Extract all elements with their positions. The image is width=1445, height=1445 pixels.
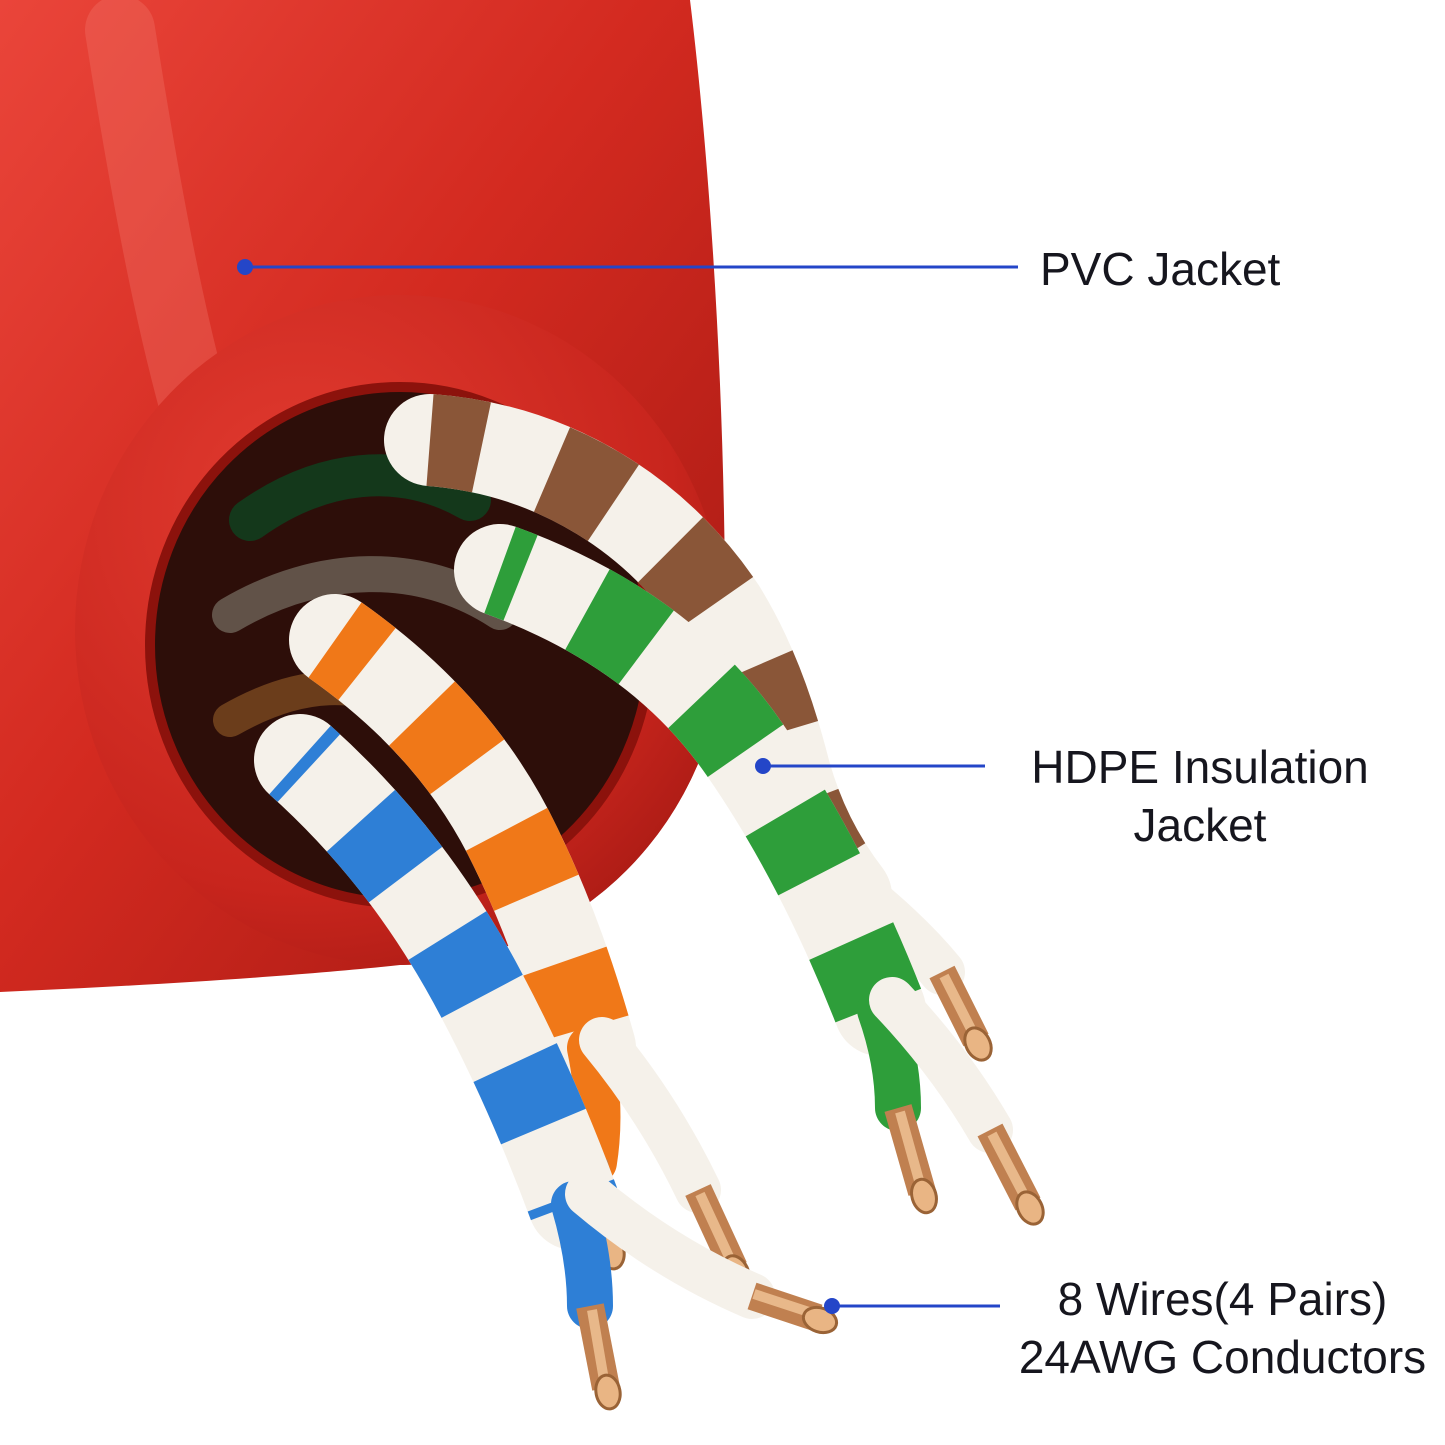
- conductors-label-line2: 24AWG Conductors: [1018, 1331, 1427, 1383]
- copper-tip: [1015, 1190, 1045, 1226]
- twisted-pair-orange: [289, 594, 751, 1290]
- copper-tip: [801, 1305, 839, 1335]
- leader-dot-wires: [824, 1298, 840, 1314]
- conductors-label: 8 Wires(4 Pairs) 24AWG Conductors: [1005, 1270, 1440, 1386]
- green-pair-white-wire-end: [869, 977, 1013, 1153]
- leader-dot-pvc: [237, 259, 253, 275]
- twisted-pair-blue: [254, 714, 839, 1411]
- copper-tip: [963, 1026, 993, 1062]
- orange-pair-white-wire-end: [579, 1017, 721, 1213]
- pair-blue-color-strand: [269, 725, 618, 1221]
- pvc-jacket-label: PVC Jacket: [1040, 240, 1280, 298]
- copper-tip: [910, 1177, 938, 1215]
- copper-shine: [895, 1110, 925, 1186]
- pair-orange-color-strand: [308, 602, 635, 1061]
- copper-shine: [587, 1309, 609, 1381]
- leader-dot-hdpe: [755, 758, 771, 774]
- pair-green-color-strand: [483, 526, 923, 1027]
- copper-shine: [987, 1131, 1030, 1200]
- copper-shine: [939, 973, 978, 1036]
- twisted-pair-green: [454, 524, 1045, 1226]
- blue-pair-white-wire-end: [565, 1171, 775, 1319]
- conductors-label-line1: 8 Wires(4 Pairs): [1057, 1273, 1388, 1325]
- copper-shine: [752, 1289, 814, 1318]
- pvc-jacket-label-text: PVC Jacket: [1040, 243, 1281, 295]
- hdpe-insulation-label: HDPE Insulation Jacket: [995, 738, 1405, 854]
- copper-shine: [695, 1191, 736, 1264]
- copper-tip: [594, 1373, 622, 1411]
- hdpe-insulation-label-line1: HDPE Insulation: [1031, 741, 1369, 793]
- hdpe-insulation-label-line2: Jacket: [1133, 799, 1267, 851]
- annotation-leaders: [237, 259, 1018, 1314]
